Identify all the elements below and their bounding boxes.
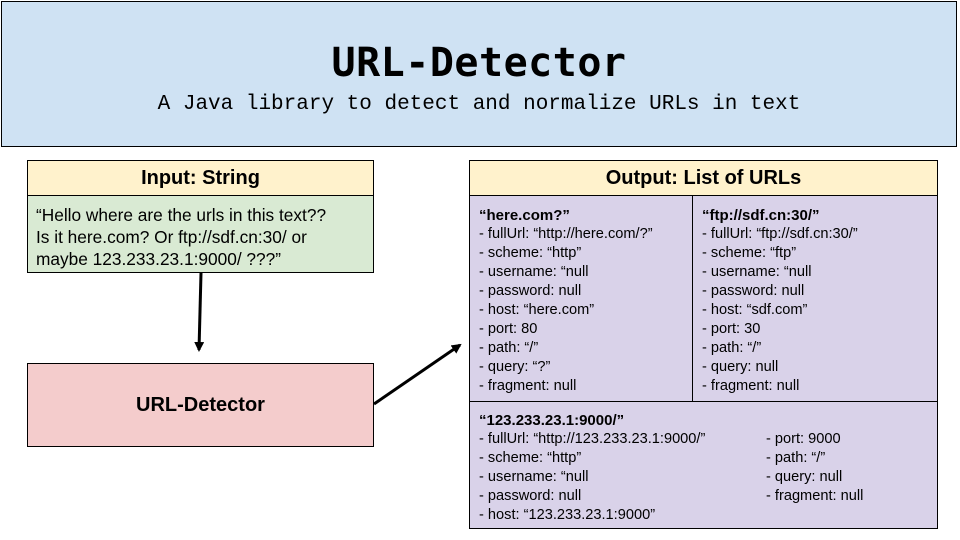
url-detector-label: URL-Detector <box>136 393 265 416</box>
url-field: - username: “null <box>702 264 812 280</box>
arrow-detector-to-output <box>373 343 462 406</box>
url-entry-title: “here.com?” <box>479 207 570 224</box>
url-field: - fullUrl: “ftp://sdf.cn:30/” <box>702 226 858 242</box>
url-field: - scheme: “http” <box>479 450 582 466</box>
url-field: - fullUrl: “http://here.com/?” <box>479 226 653 242</box>
output-divider-horizontal <box>469 401 938 402</box>
url-entry-3: “123.233.23.1:9000/” - fullUrl: “http://… <box>479 411 705 525</box>
input-text-line: “Hello where are the urls in this text?? <box>36 205 327 225</box>
output-box-header: Output: List of URLs <box>469 160 938 196</box>
url-field: - query: null <box>766 469 843 485</box>
url-field: - password: null <box>479 488 582 504</box>
url-field: - port: 80 <box>479 321 538 337</box>
url-field: - query: null <box>702 359 779 375</box>
url-entry-2: “ftp://sdf.cn:30/” - fullUrl: “ftp://sdf… <box>702 206 858 396</box>
page-title: URL-Detector <box>331 40 627 86</box>
url-field: - fullUrl: “http://123.233.23.1:9000/” <box>479 431 706 447</box>
url-field: - host: “sdf.com” <box>702 302 808 318</box>
url-field: - path: “/” <box>702 340 762 356</box>
url-field: - host: “here.com” <box>479 302 595 318</box>
url-field: - username: “null <box>479 469 589 485</box>
url-field: - fragment: null <box>766 488 864 504</box>
url-field: - scheme: “ftp” <box>702 245 797 261</box>
url-field: - query: “?” <box>479 359 551 375</box>
url-field: - fragment: null <box>479 378 577 394</box>
url-entry-3-continued: - port: 9000 - path: “/” - query: null -… <box>766 430 863 506</box>
url-field: - username: “null <box>479 264 589 280</box>
url-field: - port: 30 <box>702 321 761 337</box>
url-field: - path: “/” <box>766 450 826 466</box>
input-box-body: “Hello where are the urls in this text??… <box>27 195 374 273</box>
output-box-body <box>469 195 938 529</box>
input-box-header: Input: String <box>27 160 374 196</box>
input-text-line: maybe 123.233.23.1:9000/ ???” <box>36 249 282 269</box>
url-entry-1: “here.com?” - fullUrl: “http://here.com/… <box>479 206 653 396</box>
output-divider-vertical <box>692 195 693 402</box>
arrow-input-to-detector <box>194 272 205 352</box>
url-field: - host: “123.233.23.1:9000” <box>479 507 656 523</box>
url-field: - scheme: “http” <box>479 245 582 261</box>
url-field: - fragment: null <box>702 378 800 394</box>
url-detector-box: URL-Detector <box>27 363 374 447</box>
url-field: - path: “/” <box>479 340 539 356</box>
url-field: - port: 9000 <box>766 431 841 447</box>
url-entry-title: “123.233.23.1:9000/” <box>479 412 625 429</box>
page-subtitle: A Java library to detect and normalize U… <box>157 93 801 116</box>
input-text-line: Is it here.com? Or ftp://sdf.cn:30/ or <box>36 227 307 247</box>
url-entry-title: “ftp://sdf.cn:30/” <box>702 207 820 224</box>
url-field: - password: null <box>702 283 805 299</box>
url-field: - password: null <box>479 283 582 299</box>
title-banner: URL-Detector A Java library to detect an… <box>1 1 957 147</box>
